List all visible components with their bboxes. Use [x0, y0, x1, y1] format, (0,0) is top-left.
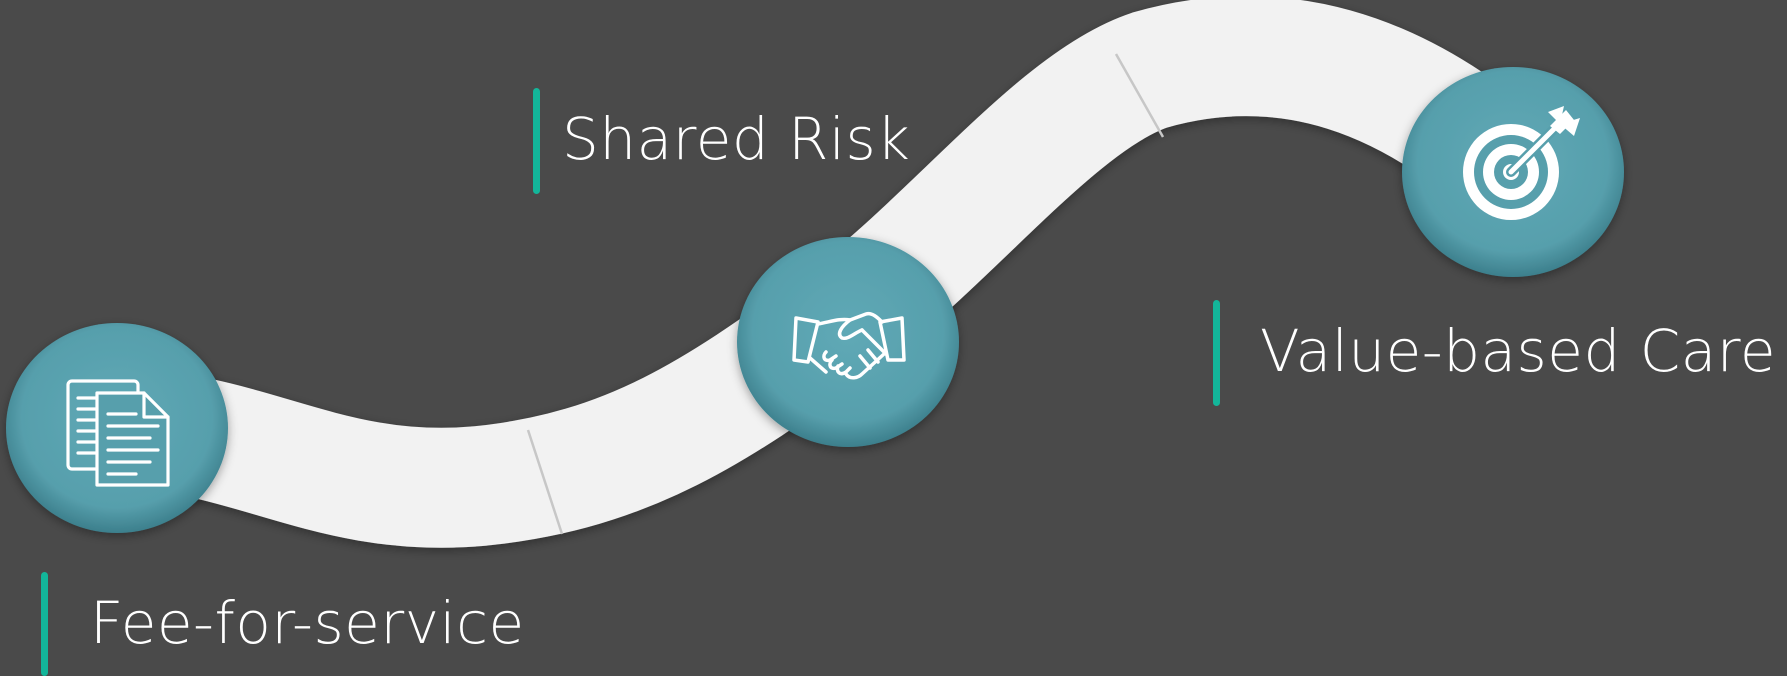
handshake-icon: [792, 311, 906, 380]
accent-bar-fee-for-service: [41, 572, 48, 676]
accent-bar-value-based-care: [1213, 300, 1220, 406]
documents-icon: [66, 379, 170, 487]
accent-bar-shared-risk: [533, 88, 540, 194]
stage-label-value-based-care: Value-based Care: [1260, 317, 1777, 385]
road-divider-2: [1114, 53, 1165, 138]
road-divider-1: [526, 429, 564, 535]
stage-label-shared-risk: Shared Risk: [562, 105, 911, 173]
stage-label-fee-for-service: Fee-for-service: [90, 589, 525, 657]
stage-node-shared-risk: [737, 237, 959, 447]
target-arrow-icon: [1463, 106, 1580, 220]
